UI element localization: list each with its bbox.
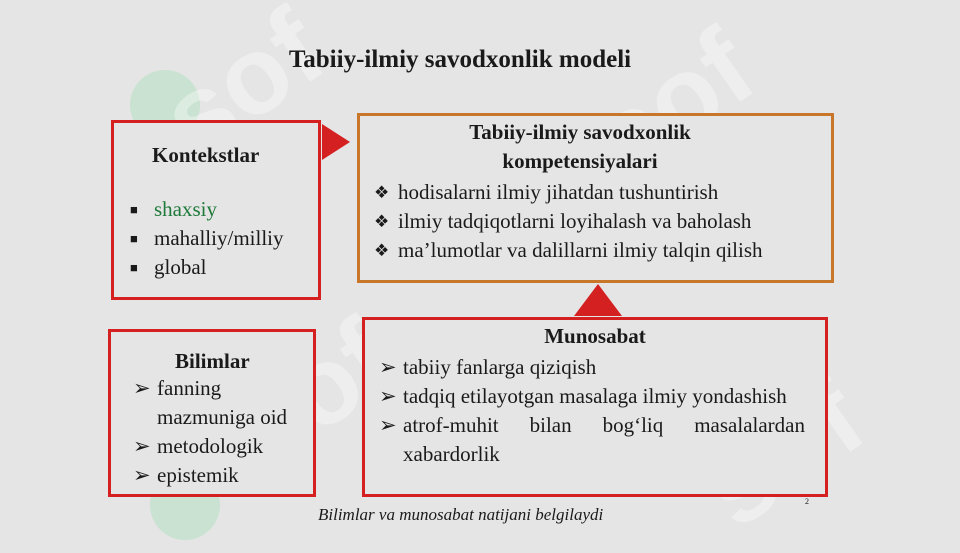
arrowhead-bullet-icon: ➢ — [133, 434, 151, 458]
attitude-item-3: atrof-muhit bilan bog‘liq masalalardan x… — [403, 413, 805, 466]
diamond-bullet-icon: ❖ — [374, 241, 390, 260]
diagram-title: Tabiiy-ilmiy savodxonlik modeli — [288, 46, 632, 73]
knowledge-item-1: fanning mazmuniga oid — [157, 376, 288, 429]
knowledge-item-3: epistemik — [157, 463, 239, 487]
right-arrowhead-icon — [322, 124, 350, 160]
list-item: ■ shaxsiy — [130, 195, 320, 224]
knowledge-list: ➢ fanning mazmuniga oid ➢ metodologik ➢ … — [133, 374, 315, 490]
diamond-bullet-icon: ❖ — [374, 183, 390, 202]
attitude-box: Munosabat ➢ tabiiy fanlarga qiziqish ➢ t… — [362, 317, 828, 497]
arrowhead-bullet-icon: ➢ — [379, 413, 397, 437]
list-item: ❖ hodisalarni ilmiy jihatdan tushuntiris… — [374, 178, 834, 207]
arrowhead-bullet-icon: ➢ — [133, 376, 151, 400]
list-item: ❖ ilmiy tadqiqotlarni loyihalash va baho… — [374, 207, 834, 236]
list-item: ■ global — [130, 253, 320, 282]
list-item: ➢ epistemik — [133, 461, 315, 490]
square-bullet-icon: ■ — [130, 231, 138, 246]
contexts-heading: Kontekstlar — [152, 143, 260, 167]
contexts-item-2: mahalliy/milliy — [154, 226, 284, 250]
contexts-list: ■ shaxsiy ■ mahalliy/milliy ■ global — [130, 195, 320, 282]
list-item: ➢ tadqiq etilayotgan masalaga ilmiy yond… — [379, 382, 805, 411]
attitude-item-1: tabiiy fanlarga qiziqish — [403, 355, 597, 379]
attitude-item-2: tadqiq etilayotgan masalaga ilmiy yondas… — [403, 384, 787, 408]
attitude-list: ➢ tabiiy fanlarga qiziqish ➢ tadqiq etil… — [379, 353, 805, 469]
competencies-list: ❖ hodisalarni ilmiy jihatdan tushuntiris… — [374, 178, 834, 265]
page-number: 2 — [805, 497, 809, 506]
arrowhead-bullet-icon: ➢ — [133, 463, 151, 487]
list-item: ➢ fanning mazmuniga oid — [133, 374, 315, 432]
list-item: ❖ ma’lumotlar va dalillarni ilmiy talqin… — [374, 236, 834, 265]
arrowhead-bullet-icon: ➢ — [379, 384, 397, 408]
up-arrowhead-icon — [574, 284, 622, 316]
competencies-heading-line1: Tabiiy-ilmiy savodxonlik — [469, 120, 691, 144]
knowledge-heading: Bilimlar — [175, 349, 250, 373]
attitude-heading: Munosabat — [544, 324, 646, 348]
list-item: ➢ atrof-muhit bilan bog‘liq masalalardan… — [379, 411, 805, 469]
diagram-caption: Bilimlar va munosabat natijani belgilayd… — [318, 505, 604, 524]
list-item: ➢ metodologik — [133, 432, 315, 461]
competencies-box: Tabiiy-ilmiy savodxonlik kompetensiyalar… — [357, 113, 834, 283]
competencies-item-3: ma’lumotlar va dalillarni ilmiy talqin q… — [398, 238, 763, 262]
list-item: ■ mahalliy/milliy — [130, 224, 320, 253]
contexts-item-3: global — [154, 255, 207, 279]
knowledge-box: Bilimlar ➢ fanning mazmuniga oid ➢ metod… — [108, 329, 316, 497]
square-bullet-icon: ■ — [130, 260, 138, 275]
contexts-box: Kontekstlar ■ shaxsiy ■ mahalliy/milliy … — [111, 120, 321, 300]
competencies-item-1: hodisalarni ilmiy jihatdan tushuntirish — [398, 180, 719, 204]
list-item: ➢ tabiiy fanlarga qiziqish — [379, 353, 805, 382]
competencies-heading-line2: kompetensiyalari — [502, 149, 658, 173]
square-bullet-icon: ■ — [130, 202, 138, 217]
contexts-item-1: shaxsiy — [154, 197, 217, 221]
knowledge-item-2: metodologik — [157, 434, 264, 458]
arrowhead-bullet-icon: ➢ — [379, 355, 397, 379]
competencies-item-2: ilmiy tadqiqotlarni loyihalash va bahola… — [398, 209, 752, 233]
diamond-bullet-icon: ❖ — [374, 212, 390, 231]
